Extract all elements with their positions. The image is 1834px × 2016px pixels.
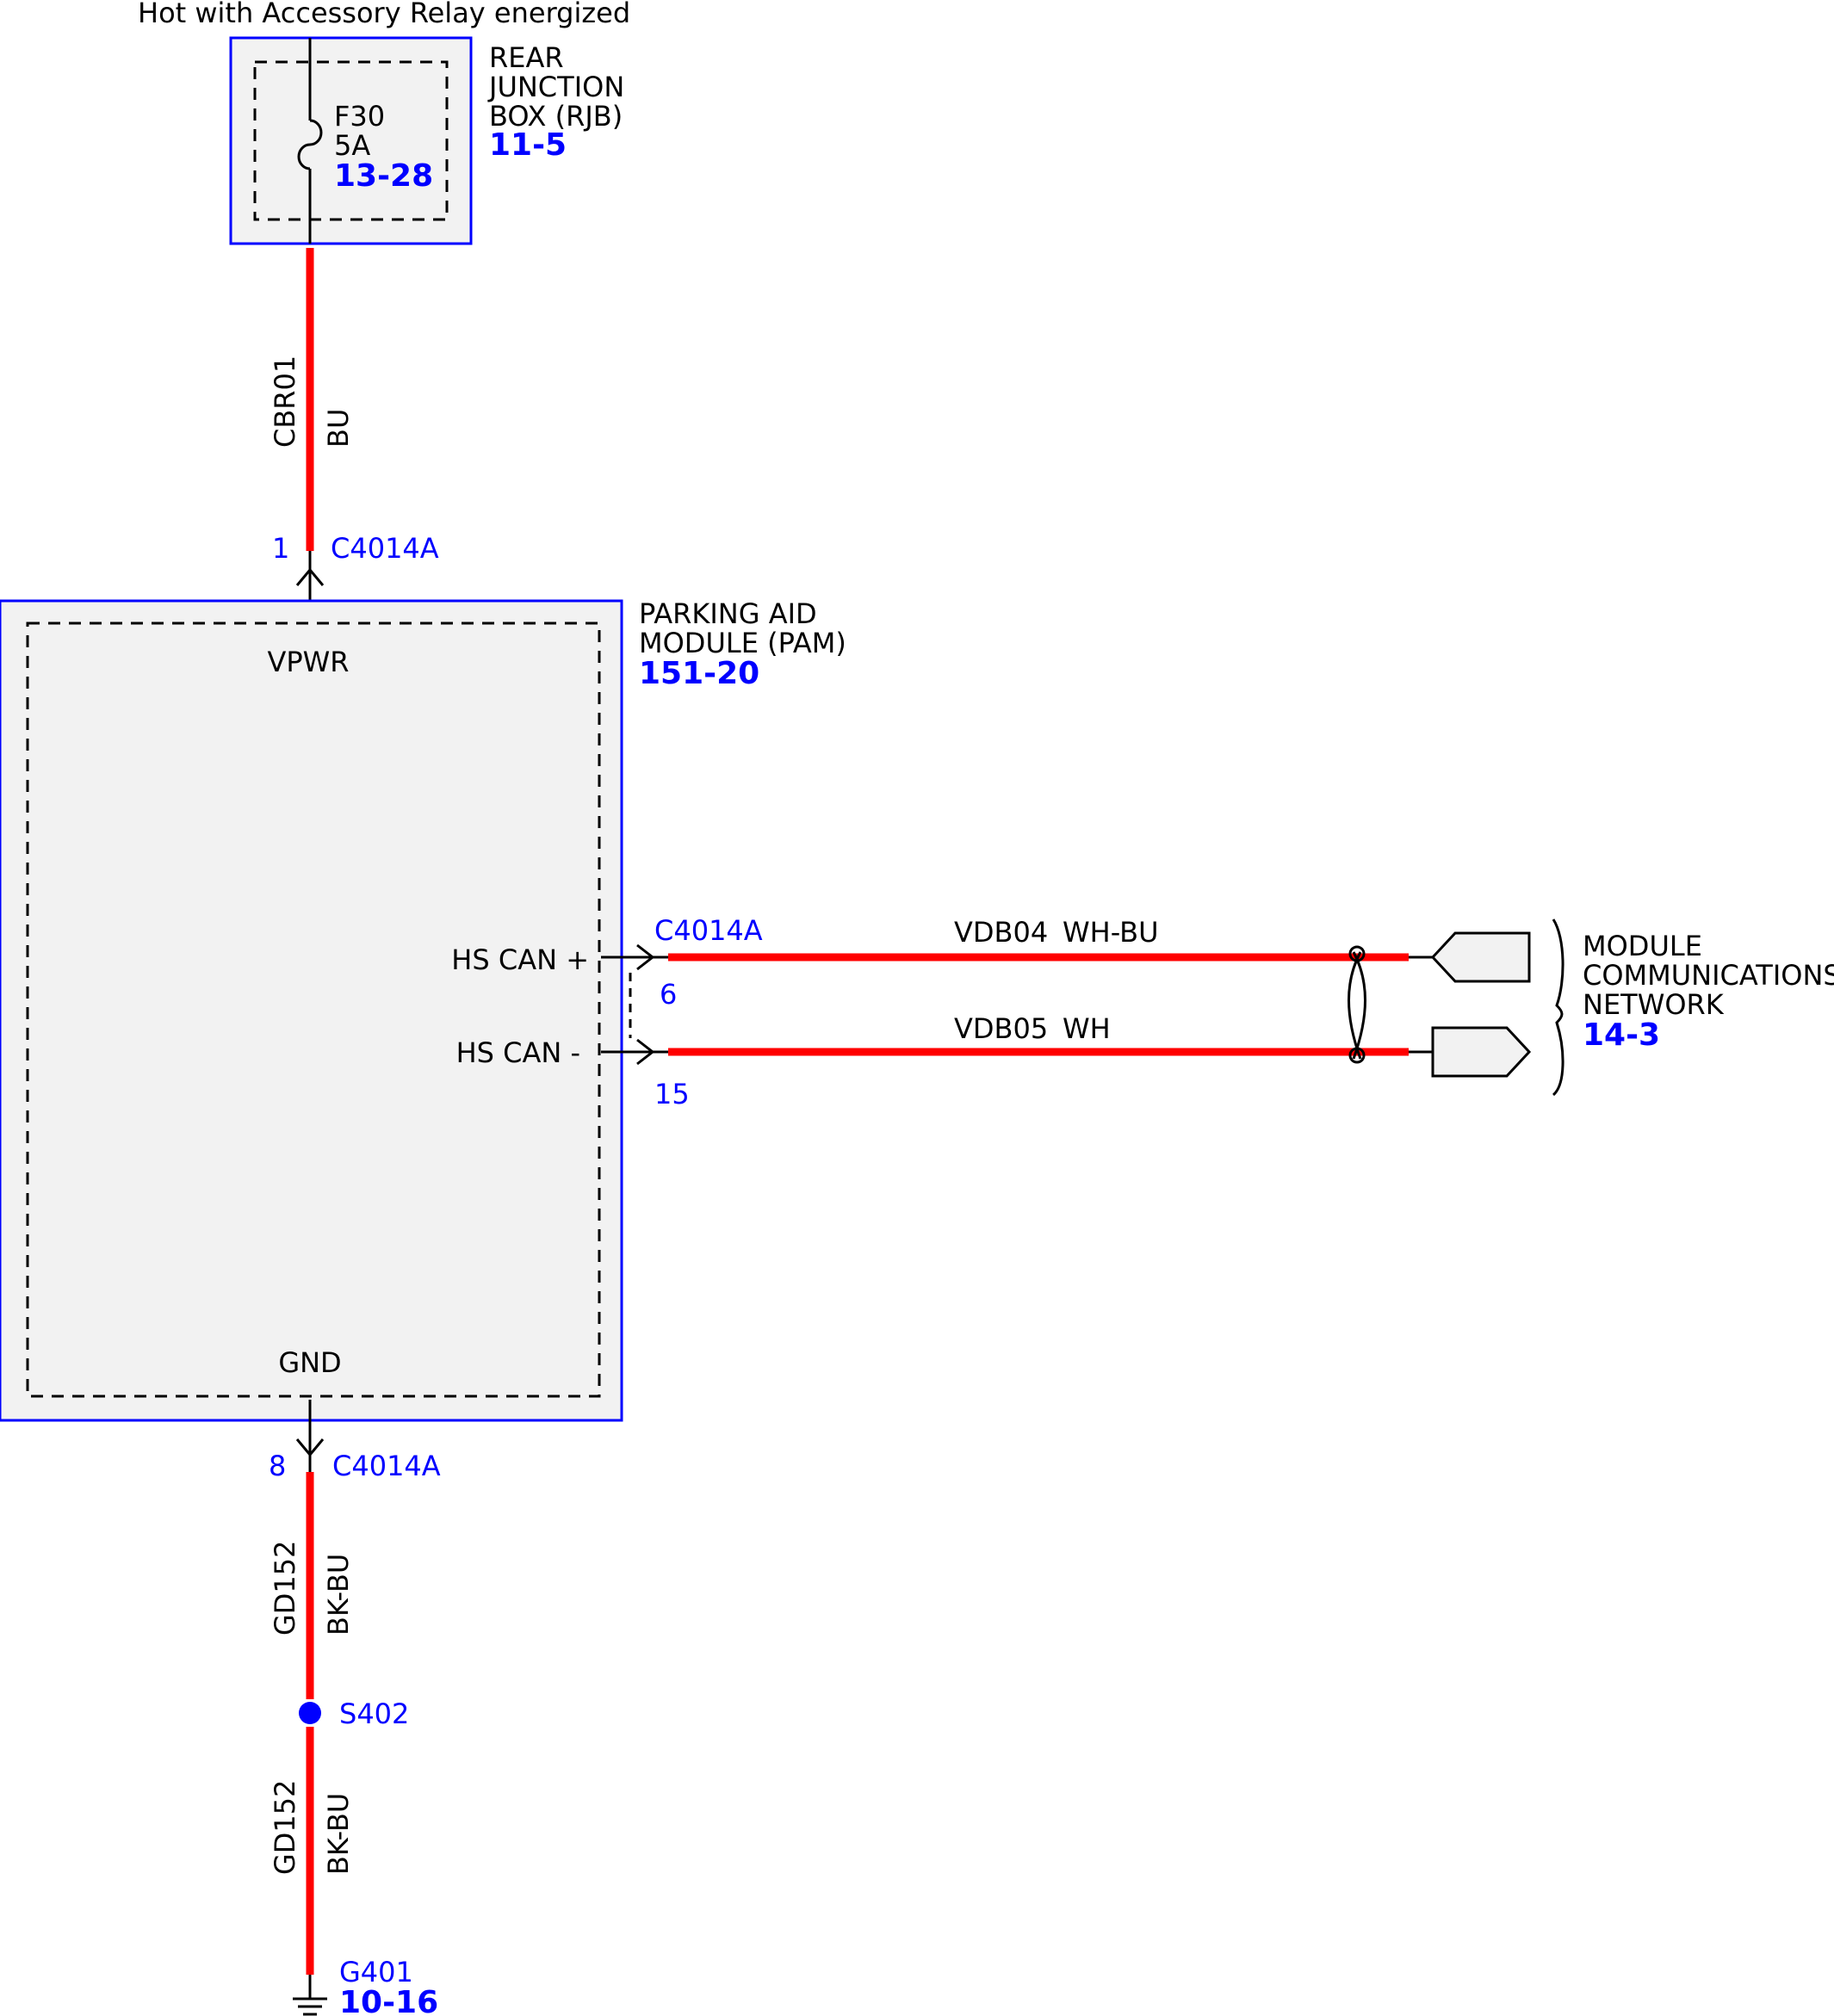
splice-id[interactable]: S402 (339, 1698, 409, 1730)
conn-power-pin: 1 (272, 532, 289, 565)
wire-cbr01-color: BU (322, 409, 355, 448)
fuse-ref-link[interactable]: 13-28 (334, 158, 433, 194)
twisted-pair-icon (1348, 945, 1366, 1064)
wire-gd152-lower-color: BK-BU (322, 1793, 355, 1875)
rjb-ref-link[interactable]: 11-5 (489, 127, 567, 163)
network-name-line-2: COMMUNICATIONS (1583, 959, 1834, 992)
rjb-outline (229, 36, 473, 245)
wire-vdb04-circuit: VDB04 (954, 916, 1048, 949)
conn-can-pin-minus: 15 (654, 1078, 690, 1110)
fuse-icon (297, 119, 323, 170)
conn-can-pin-plus: 6 (660, 978, 677, 1011)
connector-pin-15-symbol (636, 1038, 655, 1066)
wire-vdb05-circuit: VDB05 (954, 1012, 1048, 1045)
wire-vdb05-color: WH (1063, 1012, 1111, 1045)
rear-junction-box[interactable]: F30 5A 13-28 (229, 36, 473, 245)
fuse-rating: 5A (334, 129, 370, 162)
pam-outline (0, 599, 623, 1422)
rjb-name-line-3: BOX (RJB) (489, 100, 623, 133)
wire-gd152-upper-color: BK-BU (322, 1554, 355, 1636)
conn-gnd-pin: 8 (269, 1450, 286, 1482)
pam-pin-vpwr: VPWR (267, 646, 349, 678)
rjb-inner-dashed (253, 60, 449, 221)
connector-pin-6-symbol (636, 943, 655, 971)
conn-can-connector[interactable]: C4014A (654, 914, 763, 947)
splice-dot[interactable] (299, 1702, 321, 1724)
pam-ref-link[interactable]: 151-20 (639, 656, 759, 691)
conn-power-connector[interactable]: C4014A (331, 532, 439, 565)
connector-pin-8-symbol (295, 1438, 325, 1457)
ground-symbol-icon (293, 1975, 327, 2016)
network-name-line-1: MODULE (1583, 930, 1702, 962)
network-name-line-3: NETWORK (1583, 988, 1725, 1021)
rjb-name-line-1: REAR (489, 41, 564, 74)
ground-id[interactable]: G401 (339, 1956, 413, 1988)
pam-pin-gnd: GND (278, 1346, 341, 1379)
network-minus-flag-icon[interactable] (1431, 1026, 1532, 1078)
rjb-name-line-2: JUNCTION (487, 71, 624, 103)
conn-gnd-connector[interactable]: C4014A (332, 1450, 441, 1482)
wire-cbr01-circuit: CBR01 (269, 356, 301, 448)
network-ref-link[interactable]: 14-3 (1583, 1017, 1660, 1053)
pam-name-line-1: PARKING AID (639, 597, 817, 630)
pam-pin-can-minus: HS CAN - (456, 1036, 580, 1069)
wire-gd152-upper-circuit: GD152 (269, 1540, 301, 1636)
pam-pin-can-plus: HS CAN + (451, 943, 589, 976)
network-brace-icon (1552, 918, 1564, 1097)
wire-vdb04-color: WH-BU (1063, 916, 1158, 949)
pam-inner-dashed (26, 621, 601, 1398)
header-note: Hot with Accessory Relay energized (138, 0, 630, 29)
network-plus-flag-icon[interactable] (1430, 931, 1531, 983)
wire-gd152-lower-circuit: GD152 (269, 1779, 301, 1875)
fuse-id: F30 (334, 100, 385, 133)
parking-aid-module[interactable]: VPWR GND HS CAN + HS CAN - (0, 599, 623, 1422)
ground-ref-link[interactable]: 10-16 (339, 1985, 438, 2016)
pam-name-line-2: MODULE (PAM) (639, 627, 846, 659)
